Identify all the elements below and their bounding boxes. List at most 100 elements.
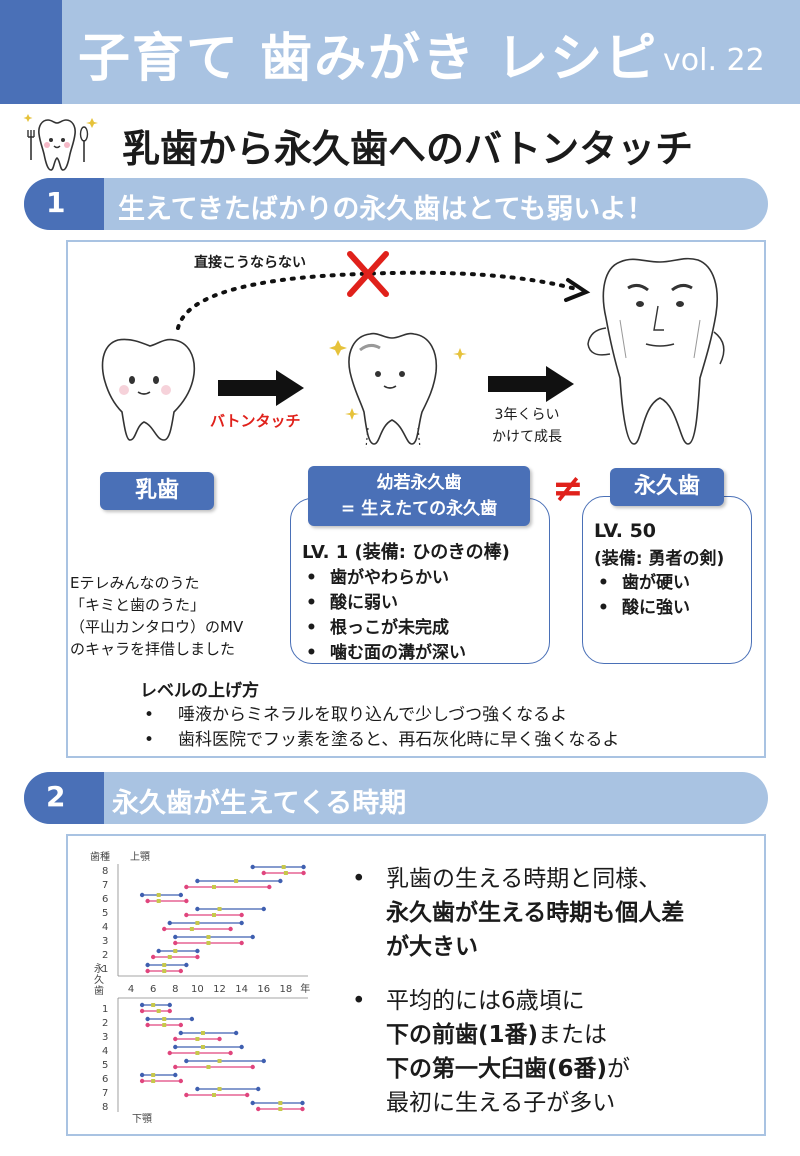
upper-mean-marker	[283, 871, 288, 875]
header-volume: vol. 22	[663, 43, 765, 78]
lower-tooth-label: 8	[102, 1102, 108, 1113]
credit-note: Eテレみんなのうた 「キミと歯のうた」 （平山カンタロウ）のMV のキャラを拝借…	[70, 572, 243, 660]
upper-range-end-point	[184, 898, 189, 904]
chart-tooth-type-label: 歯種	[90, 850, 110, 863]
upper-range-start-point	[184, 912, 189, 918]
permanent-tooth-label: 永久歯	[610, 468, 724, 506]
young-tooth-illustration	[329, 332, 467, 449]
info-2-line-1: 平均的には6歳頃に	[386, 988, 585, 1014]
upper-mean-marker	[195, 921, 200, 925]
lower-range-end-point	[167, 1002, 172, 1008]
section-2-title: 永久歯が生えてくる時期	[112, 788, 407, 819]
lower-mean-marker	[151, 1079, 156, 1083]
lower-mean-marker	[206, 1065, 211, 1069]
upper-range-end-point	[261, 906, 266, 912]
lower-range-start-point	[250, 1100, 255, 1106]
upper-range-end-point	[195, 954, 200, 960]
upper-range-start-point	[162, 926, 167, 932]
upper-tooth-label: 4	[102, 922, 108, 933]
upper-mean-marker	[206, 941, 211, 945]
lower-range-start-point	[139, 1078, 145, 1084]
lower-range-start-point	[145, 1022, 150, 1028]
info-1-line-2: 永久歯が生える時期も個人差	[386, 900, 685, 926]
lower-range-end-point	[167, 1008, 172, 1014]
permanent-tooth-equip: (装備: 勇者の剣)	[594, 549, 725, 569]
lower-tooth-label: 1	[102, 1004, 108, 1015]
info-2-line-3-rest: が	[607, 1056, 631, 1082]
upper-range-end-point	[239, 912, 244, 918]
lower-range-end-point	[239, 1044, 244, 1050]
level-up-items: 唾液からミネラルを取り込んで少しづつ強くなるよ 歯科医院でフッ素を塗ると、再石灰…	[140, 703, 619, 753]
upper-range-end-point	[301, 864, 306, 870]
lower-range-end-point	[173, 1072, 178, 1078]
level-up-item: 歯科医院でフッ素を塗ると、再石灰化時に早く強くなるよ	[140, 728, 619, 753]
young-tooth-point: 酸に弱い	[302, 591, 510, 616]
lower-mean-marker	[151, 1003, 156, 1007]
permanent-tooth-point: 酸に強い	[594, 596, 724, 621]
upper-mean-marker	[212, 913, 216, 917]
upper-range-end-point	[267, 884, 272, 890]
upper-range-end-point	[184, 962, 189, 968]
lower-range-start-point	[178, 1030, 184, 1036]
upper-range-start-point	[167, 920, 172, 926]
upper-range-start-point	[261, 870, 266, 876]
upper-mean-marker	[217, 907, 222, 911]
upper-mean-marker	[162, 963, 167, 967]
lower-range-end-point	[178, 1078, 184, 1084]
upper-tooth-label: 3	[102, 936, 108, 947]
upper-range-end-point	[239, 940, 244, 946]
upper-range-start-point	[195, 906, 200, 912]
chart-permanent-label: 永久歯	[94, 962, 104, 997]
section-1-number: 1	[46, 186, 66, 219]
young-tooth-details: LV. 1 (装備: ひのきの棒) 歯がやわらかい 酸に弱い 根っこが未完成 噛…	[302, 538, 510, 666]
eruption-info: 乳歯の生える時期と同様、 永久歯が生える時期も個人差 が大きい 平均的には6歳頃…	[352, 862, 684, 1120]
baby-tooth-label: 乳歯	[100, 472, 214, 510]
lower-range-start-point	[184, 1058, 189, 1064]
grow-label-line-1: 3年くらい	[494, 407, 560, 423]
upper-range-start-point	[156, 948, 161, 954]
arrow-right-icon-2	[488, 366, 574, 402]
lower-range-end-point	[178, 1022, 184, 1028]
section-2-header: 2 永久歯が生えてくる時期	[24, 772, 768, 824]
young-tooth-points: 歯がやわらかい 酸に弱い 根っこが未完成 噛む面の溝が深い	[302, 566, 510, 666]
lower-range-start-point	[145, 1016, 150, 1022]
lower-range-end-point	[256, 1086, 261, 1092]
upper-mean-marker	[156, 893, 161, 897]
lower-mean-marker	[162, 1017, 167, 1021]
upper-range-start-point	[195, 878, 200, 884]
info-2-first-molar: 下の第一大臼歯(6番)	[386, 1056, 608, 1082]
upper-mean-marker	[162, 969, 167, 973]
lower-mean-marker	[151, 1073, 156, 1077]
upper-mean-marker	[234, 879, 239, 883]
chart-lower-label: 下顎	[132, 1113, 152, 1125]
lower-tooth-label: 7	[102, 1088, 108, 1099]
lower-range-end-point	[228, 1050, 233, 1056]
info-1-line-3: が大きい	[386, 934, 478, 960]
lower-mean-marker	[162, 1023, 167, 1027]
lower-range-start-point	[256, 1106, 261, 1112]
info-2-line-2-rest: または	[538, 1022, 608, 1048]
upper-range-start-point	[145, 962, 150, 968]
permanent-tooth-points: 歯が硬い 酸に強い	[594, 571, 724, 621]
mascot-tooth-icon	[23, 114, 98, 171]
chart-x-tick-label: 18	[280, 984, 293, 995]
lower-mean-marker	[200, 1031, 205, 1035]
upper-range-end-point	[278, 878, 283, 884]
upper-tooth-label: 7	[102, 880, 108, 891]
lower-range-end-point	[300, 1100, 305, 1106]
upper-mean-marker	[173, 949, 178, 953]
dotted-arc-arrow	[176, 251, 591, 330]
adult-tooth-illustration	[587, 257, 725, 445]
credit-note-line: 「キミと歯のうた」	[70, 596, 206, 614]
upper-range-end-point	[228, 926, 233, 932]
chart-x-tick-label: 4	[128, 984, 134, 995]
upper-range-end-point	[239, 920, 244, 926]
upper-mean-marker	[167, 955, 172, 959]
lower-range-end-point	[261, 1058, 266, 1064]
upper-range-end-point	[178, 968, 184, 974]
direct-label: 直接こうならない	[194, 255, 306, 271]
upper-range-start-point	[150, 954, 156, 960]
upper-mean-marker	[189, 927, 194, 931]
upper-range-end-point	[250, 934, 255, 940]
upper-range-start-point	[250, 864, 255, 870]
